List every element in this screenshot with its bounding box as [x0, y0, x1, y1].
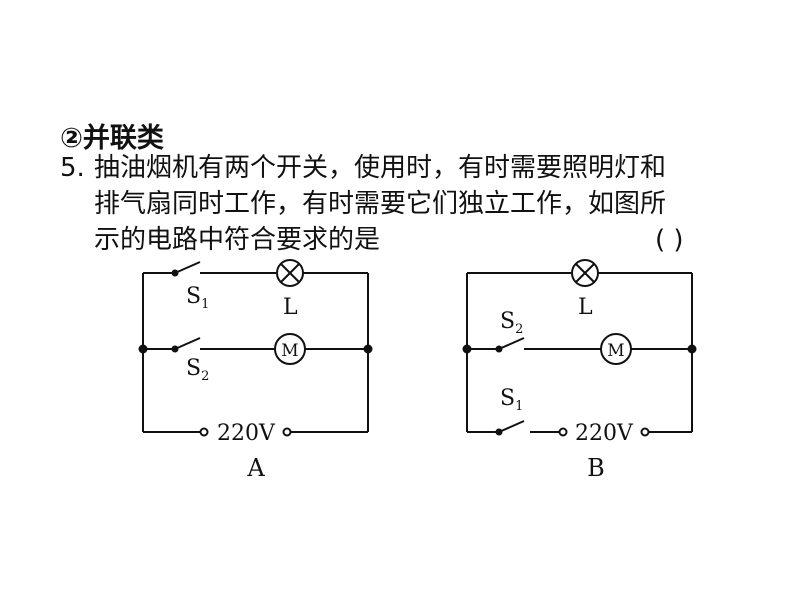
lamp-l-a	[276, 259, 304, 287]
terminal-right-b	[640, 427, 650, 437]
motor-label-b: M	[607, 341, 624, 361]
answer-blank: ( )	[655, 225, 684, 255]
source-label-b: 220V	[575, 421, 634, 446]
option-label-a: A	[246, 454, 265, 482]
terminal-right-a	[282, 427, 292, 437]
lamp-label-b: L	[578, 295, 593, 320]
junction-dot	[462, 344, 472, 354]
switch-s1-a	[174, 261, 201, 274]
motor-label-a: M	[281, 341, 298, 361]
switch-s1-b	[498, 420, 525, 433]
question-line-1: 抽油烟机有两个开关，使用时，有时需要照明灯和	[94, 153, 667, 183]
switch-label-a-top: S1	[186, 284, 209, 312]
source-label-a: 220V	[217, 421, 276, 446]
question-line-3: 示的电路中符合要求的是	[94, 225, 381, 255]
junction-dot	[687, 344, 697, 354]
switch-label-a-bottom: S2	[186, 356, 209, 384]
circuit-a	[138, 259, 373, 437]
section-title: ②并联类	[60, 123, 164, 154]
circuit-b	[462, 259, 697, 437]
question-line-2: 排气扇同时工作，有时需要它们独立工作，如图所	[94, 189, 667, 219]
switch-s2-b	[498, 337, 525, 350]
terminal-left-a	[199, 427, 209, 437]
switch-label-b-bottom: S1	[500, 386, 523, 414]
switch-s2-a	[174, 337, 201, 350]
junction-dot	[363, 344, 373, 354]
switch-label-b-top: S2	[500, 309, 523, 337]
junction-dot	[138, 344, 148, 354]
lamp-label-a: L	[283, 295, 298, 320]
lamp-l-b	[571, 259, 599, 287]
question-number: 5.	[60, 153, 85, 183]
terminal-left-b	[558, 427, 568, 437]
option-label-b: B	[587, 454, 605, 482]
